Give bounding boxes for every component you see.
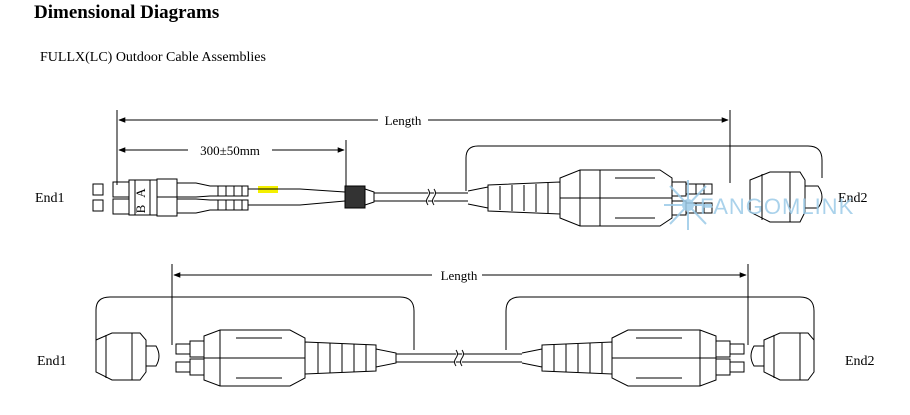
top-end1-label: End1 [35,191,65,206]
duplex-letter-a: A [133,188,148,198]
bottom-length-label: Length [441,268,478,283]
top-cable-assembly [92,110,823,227]
watermark-logo: FANGOMLINK [664,180,854,230]
top-length-label: Length [385,113,422,128]
bottom-cable-assembly [95,264,815,387]
breakout-length-label: 300±50mm [200,143,260,158]
duplex-letter-b: B [133,204,148,213]
bottom-end1-label: End1 [37,354,67,369]
diagram-subtitle: FULLX(LC) Outdoor Cable Assemblies [40,50,266,65]
top-end2-label: End2 [838,191,868,206]
page-title: Dimensional Diagrams [34,2,220,23]
watermark-text: FANGOMLINK [700,194,854,219]
bottom-end2-label: End2 [845,354,875,369]
